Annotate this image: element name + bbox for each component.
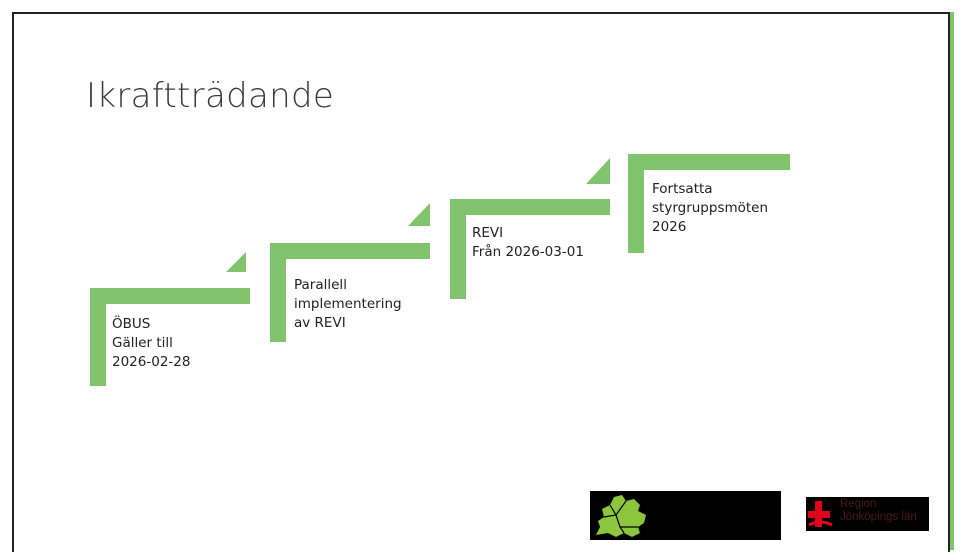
right-accent-strip [950, 12, 954, 550]
step-3-line2: Från 2026-03-01 [472, 244, 584, 260]
step-4-line1: Fortsatta [652, 181, 713, 197]
step-1-line1: ÖBUS [112, 316, 151, 332]
region-cross-icon [808, 501, 833, 527]
step-2-line3: av REVI [294, 315, 346, 331]
step-1-line3: 2026-02-28 [112, 354, 191, 370]
region-logo-line2: Jönköpings län [840, 511, 917, 523]
step-4-shape [628, 154, 790, 253]
step-2-line1: Parallell [294, 277, 347, 293]
step-4-line3: 2026 [652, 219, 687, 235]
step-2-line2: implementering [294, 296, 402, 312]
slide: Ikraftträdande [12, 12, 950, 552]
step-1-text: ÖBUS Gäller till 2026-02-28 [112, 315, 190, 372]
step-4-text: Fortsatta styrgruppsmöten 2026 [652, 180, 768, 237]
step-2-text: Parallell implementering av REVI [294, 276, 402, 333]
step-3-text: REVI Från 2026-03-01 [472, 224, 584, 262]
step-3-line1: REVI [472, 225, 504, 241]
region-logo-text: Region Jönköpings län [840, 498, 917, 524]
region-logo: Region Jönköpings län [806, 497, 929, 531]
step-3-shape [450, 158, 610, 299]
map-logo [590, 491, 781, 540]
step-1-line2: Gäller till [112, 335, 173, 351]
step-4-line2: styrgruppsmöten [652, 200, 769, 216]
map-icon [596, 495, 646, 537]
region-logo-line1: Region [840, 498, 877, 510]
step-2-shape [270, 203, 430, 342]
step-1-shape [90, 252, 250, 386]
slide-title: Ikraftträdande [86, 76, 335, 116]
